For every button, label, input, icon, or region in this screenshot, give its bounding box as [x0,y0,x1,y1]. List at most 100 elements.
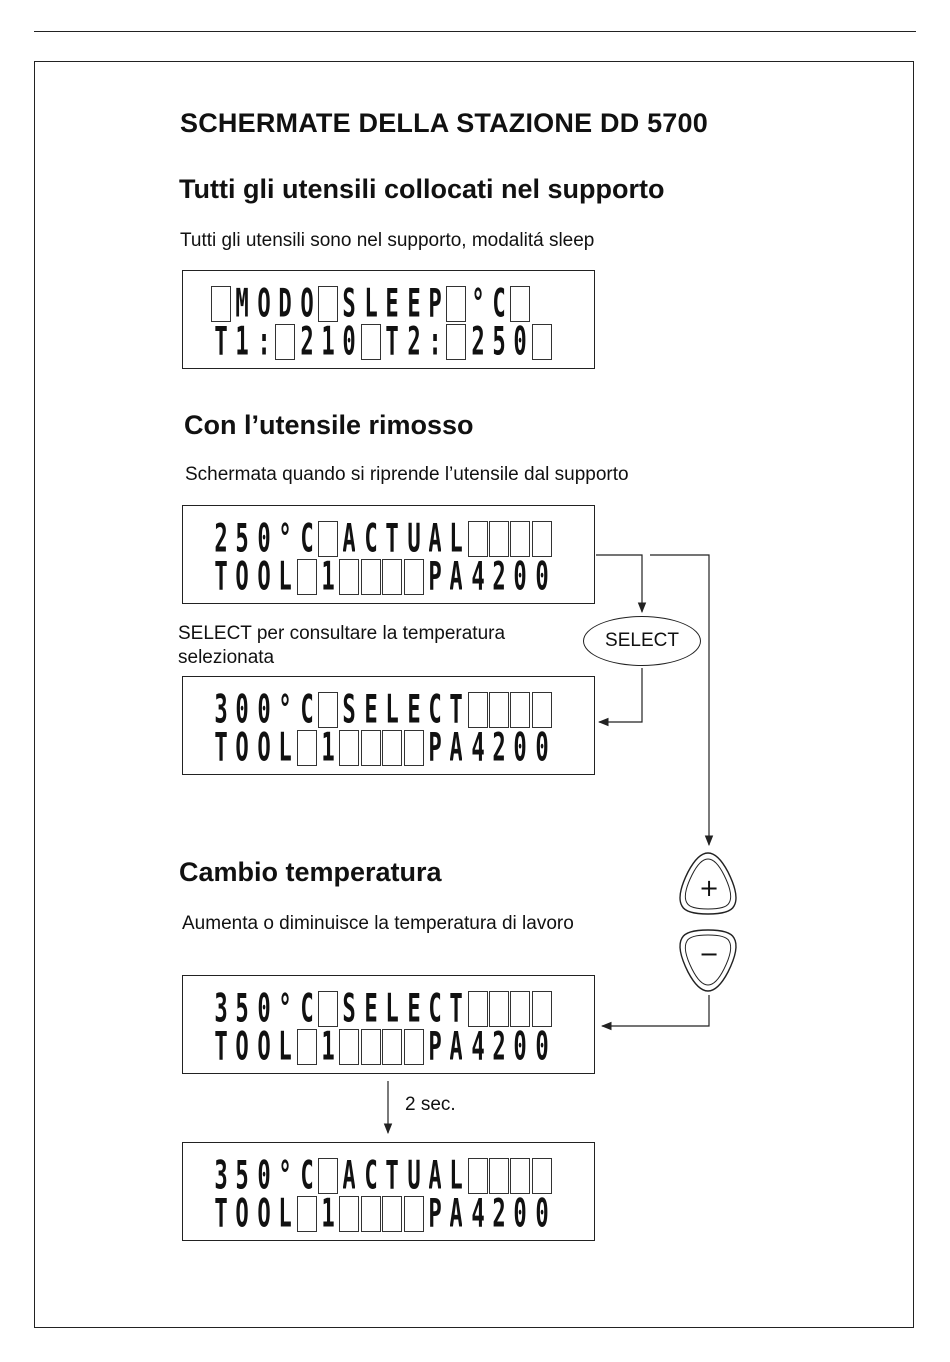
lcd-cell: O [258,1195,270,1233]
lcd-row-2: TOOL1PA4200 [211,729,553,767]
lcd-cell: 0 [514,1195,526,1233]
lcd-cell: ° [279,691,291,729]
section-description-temperature-change: Aumenta o diminuisce la temperatura di l… [182,913,574,934]
lcd-cell: E [365,990,377,1028]
lcd-cell-empty [446,324,467,360]
lcd-cell-empty [510,991,531,1027]
minus-icon[interactable]: − [699,940,720,968]
lcd-cell: E [408,990,420,1028]
lcd-cell: C [493,285,505,323]
arrow-to-select [596,554,647,614]
lcd-cell-empty [317,991,338,1027]
lcd-cell-empty [317,1158,338,1194]
lcd-cell: P [429,1028,441,1066]
lcd-cell: M [236,285,248,323]
lcd-cell: A [429,1157,441,1195]
lcd-cell-empty [360,324,381,360]
lcd-cell-empty [531,692,552,728]
lcd-cell: T [215,729,227,767]
lcd-cell: 5 [236,520,248,558]
lcd-cell: C [301,520,313,558]
lcd-cell: 5 [236,1157,248,1195]
lcd-cell: ° [279,990,291,1028]
lcd-cell: 2 [493,558,505,596]
lcd-cell: S [343,691,355,729]
lcd-cell: ° [279,1157,291,1195]
lcd-cell: 5 [493,323,505,361]
lcd-cell: T [215,1028,227,1066]
section-heading-tool-removed: Con l’utensile rimosso [184,410,474,440]
lcd-cell-empty [403,559,424,595]
lcd-cell-empty [489,521,510,557]
lcd-cell-empty [317,286,338,322]
lcd-cell: 0 [536,1195,548,1233]
lcd-cell-empty [296,559,317,595]
lcd-cell-empty [531,324,552,360]
lcd-cell: T [386,1157,398,1195]
arrow-select-to-display [597,668,643,727]
lcd-cell: U [408,520,420,558]
plus-icon[interactable]: + [699,874,720,902]
lcd-cell: L [279,1028,291,1066]
lcd-cell: P [429,1195,441,1233]
lcd-cell: C [365,1157,377,1195]
lcd-cell-empty [467,1158,488,1194]
lcd-cell-empty [467,521,488,557]
lcd-cell-empty [296,1196,317,1232]
lcd-cell-empty [403,1029,424,1065]
lcd-cell: 1 [322,1028,334,1066]
lcd-cell: L [365,285,377,323]
lcd-cell: T [386,520,398,558]
lcd-cell: E [386,285,398,323]
lcd-cell: O [258,285,270,323]
lcd-cell: 0 [536,1028,548,1066]
lcd-cell-empty [467,692,488,728]
lcd-cell: L [386,990,398,1028]
lcd-cell: 2 [493,1028,505,1066]
lcd-row-1: 250°CACTUAL [211,520,553,558]
lcd-cell: O [236,1195,248,1233]
lcd-cell: E [365,691,377,729]
lcd-cell: C [301,691,313,729]
lcd-cell: O [258,729,270,767]
lcd-cell: ° [472,285,484,323]
lcd-cell: 3 [215,691,227,729]
lcd-cell: L [279,1195,291,1233]
lcd-cell: O [258,558,270,596]
arrow-to-plus-minus [650,554,714,847]
lcd-cell: 4 [472,729,484,767]
lcd-cell-empty [489,692,510,728]
lcd-display-select-350: 350°CSELECT TOOL1PA4200 [182,975,595,1074]
lcd-cell-empty [317,521,338,557]
lcd-cell: 0 [514,1028,526,1066]
lcd-cell: 0 [343,323,355,361]
lcd-cell: 1 [322,1195,334,1233]
lcd-cell: C [429,990,441,1028]
lcd-cell: A [450,1028,462,1066]
lcd-row-1: 300°CSELECT [211,691,553,729]
lcd-row-1: 350°CSELECT [211,990,553,1028]
lcd-cell: 2 [493,1195,505,1233]
lcd-cell-empty [489,1158,510,1194]
lcd-cell-empty [211,286,231,322]
lcd-cell-empty [510,692,531,728]
lcd-cell: 3 [215,990,227,1028]
lcd-cell: 0 [514,323,526,361]
lcd-cell: 1 [322,729,334,767]
lcd-cell-empty [531,991,552,1027]
lcd-cell-empty [360,1196,381,1232]
lcd-cell: 4 [472,1195,484,1233]
lcd-cell: 0 [258,691,270,729]
lcd-cell: A [343,520,355,558]
lcd-row-2: TOOL1PA4200 [211,1028,553,1066]
lcd-cell: A [343,1157,355,1195]
lcd-cell: 2 [472,323,484,361]
select-button[interactable]: SELECT [583,616,701,666]
lcd-cell: O [236,558,248,596]
lcd-cell: : [258,323,270,361]
lcd-cell: 0 [236,691,248,729]
lcd-cell-empty [510,521,531,557]
lcd-cell-empty [489,991,510,1027]
lcd-cell: T [450,691,462,729]
lcd-cell: T [215,1195,227,1233]
